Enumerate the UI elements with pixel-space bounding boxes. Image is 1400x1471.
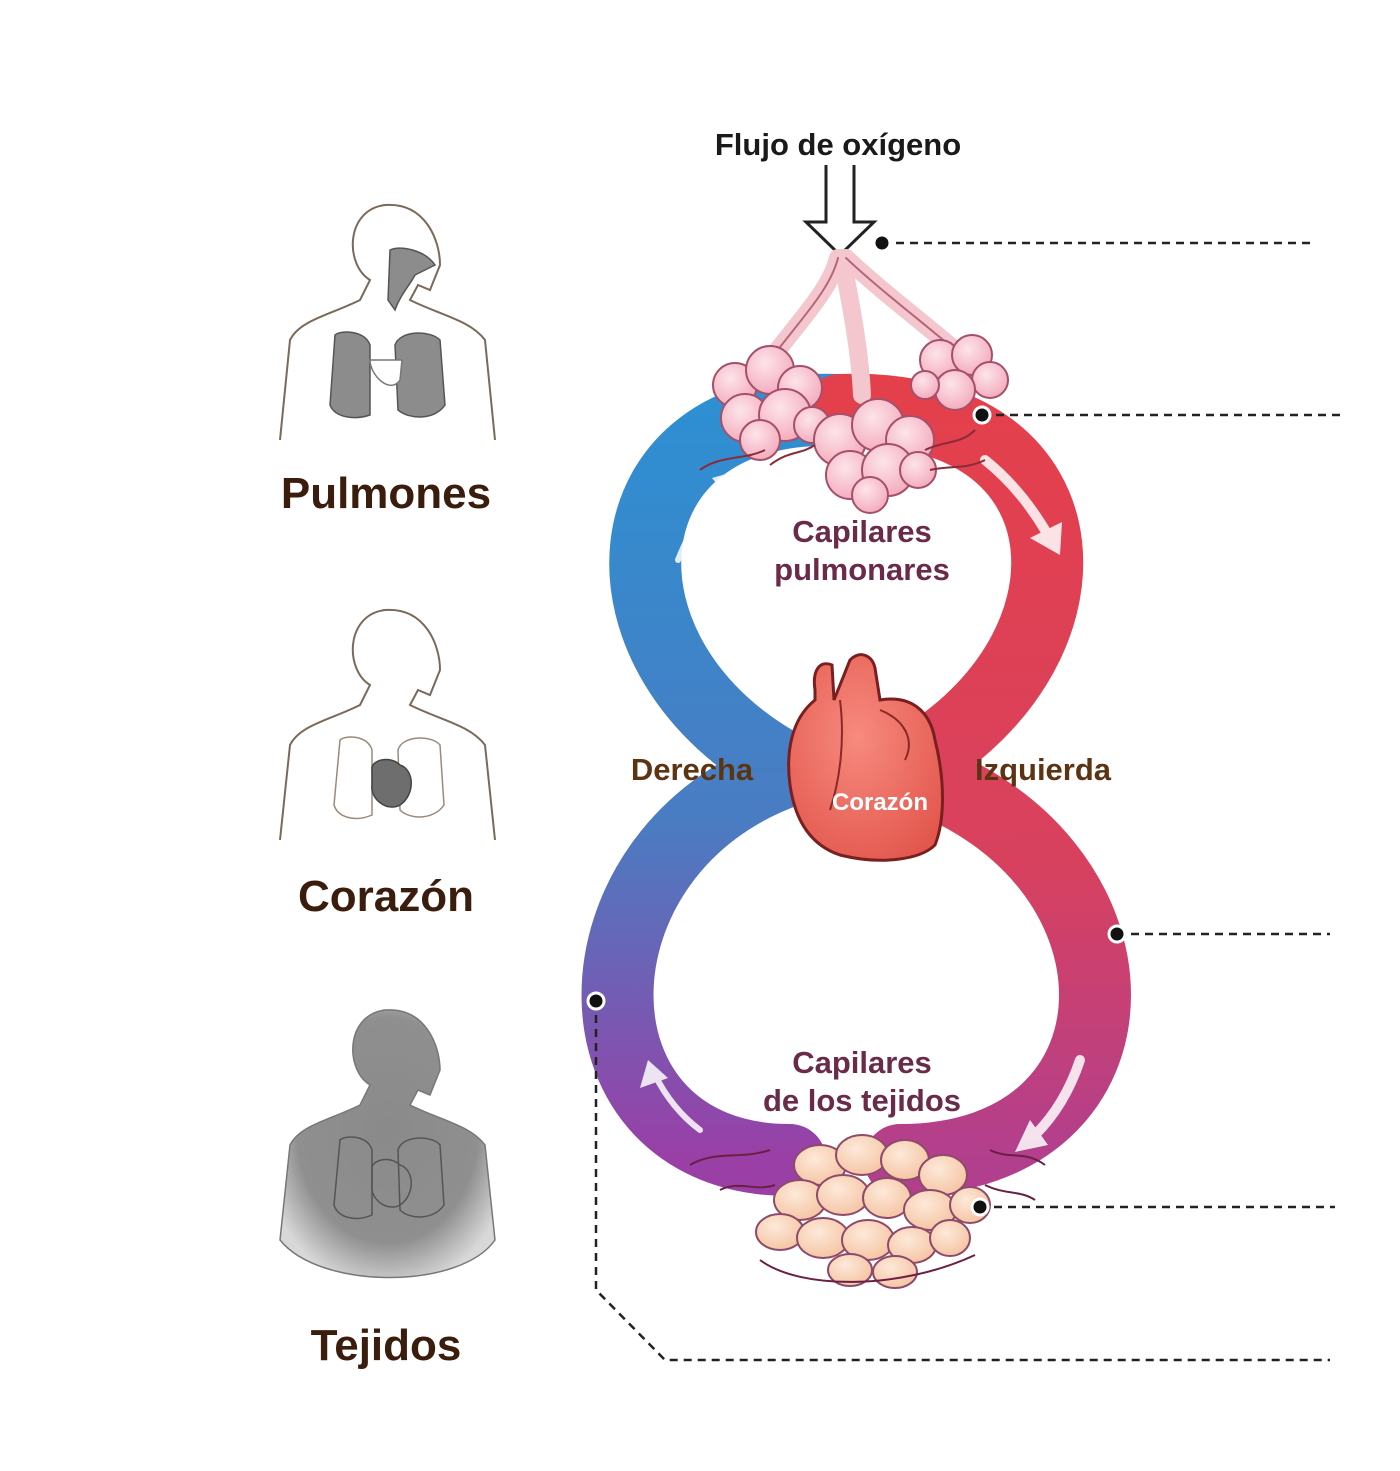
body-figure-lungs — [279, 203, 496, 441]
pulmonary-capillaries-line-2: pulmonares — [774, 552, 950, 587]
alveoli-left-cluster — [712, 345, 831, 461]
tissue-cell-cluster — [755, 1134, 991, 1289]
right-side-label: Derecha — [631, 752, 754, 787]
callout-leaders — [594, 241, 1340, 1362]
flow-arrow-up-right — [675, 470, 740, 563]
alveoli-center-cluster — [813, 398, 937, 514]
organ-label-heart: Corazón — [298, 872, 474, 921]
body-figure-heart — [279, 608, 496, 841]
oxygen-flow-label: Flujo de oxígeno — [715, 127, 961, 162]
heart-illustration — [787, 653, 944, 862]
heart-center-label: Corazón — [832, 789, 928, 816]
organ-label-lungs: Pulmones — [281, 469, 491, 518]
flow-arrow-down-left — [1015, 1055, 1085, 1152]
tissue-capillaries-line-1: Capilares — [792, 1045, 932, 1080]
body-figure-tissues — [279, 1009, 496, 1279]
organ-label-tissues: Tejidos — [311, 1321, 462, 1370]
tissue-capillaries-line-2: de los tejidos — [763, 1083, 961, 1118]
callout-dots — [586, 233, 1127, 1217]
oxygen-flow-arrow — [802, 165, 878, 258]
tissue-capillary-vessels — [689, 1149, 1046, 1283]
heart-highlight — [371, 758, 412, 808]
pulmonary-capillary-vessels — [699, 429, 986, 471]
pulmonary-capillaries-line-1: Capilares — [792, 514, 932, 549]
left-side-label: Izquierda — [975, 752, 1112, 787]
alveoli-right-cluster — [910, 334, 1009, 411]
lungs-highlight — [329, 331, 446, 419]
flow-arrow-down-right — [980, 455, 1062, 555]
flow-arrow-up-left — [640, 1060, 703, 1133]
